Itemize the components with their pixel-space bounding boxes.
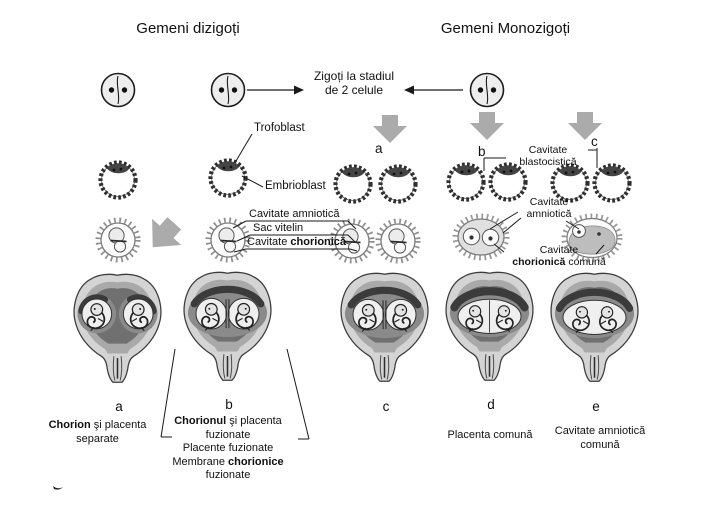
figure-letter-c: c (382, 399, 390, 414)
zygote-stage-label: Zigoți la stadiul de 2 celule (303, 69, 405, 97)
caption-b-rest: şi placenta (226, 415, 282, 427)
common-chorionic-rest: comună (565, 256, 606, 268)
flow-arrows (247, 85, 463, 95)
uterus-figure-c (340, 272, 429, 383)
blastocystic-cavity-label: Cavitate blastocistică (506, 144, 590, 168)
zygote-stage-line2: de 2 celule (324, 83, 384, 97)
down-arrow-a-icon (373, 115, 407, 143)
zygote-cell-1 (100, 72, 136, 108)
chorionic-cavity-word: chorionică (290, 236, 347, 248)
figure-letter-a: a (115, 399, 123, 414)
blastocyst-mono-a1 (336, 167, 371, 202)
blastocyst-dizygotic-1 (101, 163, 136, 198)
uterus-figure-d (445, 271, 534, 382)
zygote-cell-2 (210, 72, 246, 108)
connector-lines (160, 133, 605, 440)
yolk-sac-label: Sac vitelin (253, 222, 304, 234)
uterus-figure-b (183, 271, 272, 382)
title-dizygotic: Gemeni dizigoți (136, 20, 240, 37)
common-chorionic-cavity-label: Cavitate chorionică comună (500, 244, 618, 268)
blastocyst-mono-b2 (491, 165, 526, 200)
figure-letter-e: e (592, 399, 600, 414)
caption-b-line4: Membrane chorionice (158, 456, 298, 470)
embryoblast-label: Embrioblast (265, 180, 326, 192)
blastocystic-line1: Cavitate (528, 144, 568, 156)
common-chorionic-line1: Cavitate (539, 244, 579, 256)
caption-b-line5: fuzionate (205, 469, 251, 481)
uterus-figure-e (550, 272, 639, 383)
right-amniotic-cavity-label: Cavitate amniotică (518, 196, 580, 220)
stage-arrows (152, 112, 602, 248)
zygote-cell-3 (469, 72, 505, 108)
caption-b: Chorionul şi placenta fuzionate Placente… (158, 415, 298, 483)
caption-a: Chorion şi placenta separate (40, 419, 155, 446)
down-arrow-c-icon (568, 112, 602, 140)
caption-b-bold: Chorionul (174, 415, 227, 427)
figure-letter-b: b (225, 397, 233, 412)
right-amniotic-line1: Cavitate (529, 196, 569, 208)
trophoblast-label: Trofoblast (254, 122, 305, 134)
down-arrow-b-icon (470, 112, 504, 140)
caption-b-line4-bold: chorionice (228, 455, 284, 468)
caption-a-line1: Chorion şi placenta (40, 419, 155, 433)
caption-a-rest: şi placenta (90, 419, 147, 431)
diagonal-arrow-icon (152, 217, 182, 248)
chorionic-cavity-label: Cavitate chorionică (247, 236, 346, 249)
stray-mark (53, 486, 63, 490)
stage-letter-b: b (478, 144, 486, 159)
caption-e-line2: comună (580, 438, 620, 451)
right-amniotic-line2: amniotică (526, 208, 572, 220)
caption-b-line4-pre: Membrane (172, 455, 228, 468)
blastocyst-dizygotic-2 (211, 161, 246, 196)
arrowhead-right-icon (404, 85, 414, 95)
implanted-embryo-a2 (378, 221, 418, 261)
caption-b-line2: fuzionate (205, 428, 251, 441)
caption-a-line2: separate (76, 432, 119, 445)
caption-b-line3: Placente fuzionate (182, 442, 274, 454)
caption-d: Placenta comună (447, 429, 533, 441)
blastocyst-mono-c2 (595, 166, 630, 201)
blastocyst-mono-a2 (381, 167, 416, 202)
caption-b-line1: Chorionul şi placenta (158, 415, 298, 429)
common-chorionic-word: chorionică (512, 256, 566, 268)
blastocyst-mono-b1 (449, 165, 484, 200)
implanted-embryo-2 (208, 220, 248, 260)
uterus-figure-a (73, 273, 162, 384)
implanted-embryo-1 (98, 220, 138, 260)
caption-a-bold: Chorion (48, 419, 91, 431)
caption-e: Cavitate amniotică comună (538, 425, 662, 452)
chorionic-cavity-prefix: Cavitate (247, 236, 291, 248)
caption-e-line1: Cavitate amniotică (554, 425, 646, 437)
common-chorionic-line2: chorionică comună (500, 256, 618, 268)
stage-letter-a: a (375, 141, 383, 156)
stage-letter-c: c (591, 134, 598, 149)
arrowhead-left-icon (294, 85, 304, 95)
figure-letter-d: d (487, 397, 495, 412)
zygote-stage-line1: Zigoți la stadiul (313, 69, 395, 83)
title-monozygotic: Gemeni Monozigoți (440, 20, 571, 37)
blastocystic-line2: blastocistică (519, 156, 577, 168)
amniotic-cavity-label: Cavitate amniotică (249, 208, 340, 220)
